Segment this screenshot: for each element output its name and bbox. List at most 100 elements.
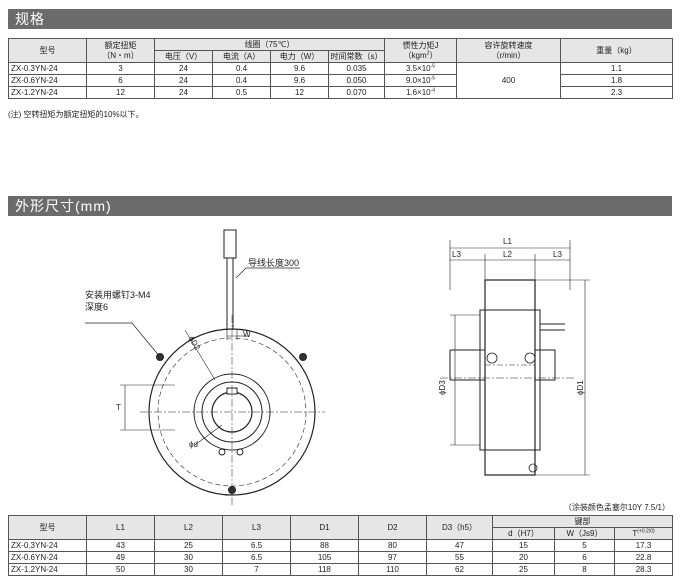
dim-cell-w: 5 [554,539,615,552]
dimension-section-header: 外形尺寸(mm) [8,196,672,216]
dim-cell-d3: 62 [426,563,493,576]
spec-header-weight: 重量（kg） [560,38,674,63]
dim-cell-t: 22.8 [613,551,674,564]
dim-cell-model: ZX-0.6YN-24 [8,551,87,564]
spec-cell-voltage: 24 [154,86,213,99]
dim-cell-d2: 110 [358,563,427,576]
mount-screw-label: 安装用螺钉3-M4 [85,289,151,300]
dim-cell-model: ZX-1.2YN-24 [8,563,87,576]
table-row: ZX-0.6YN-24 6 24 0.4 9.6 0.050 9.0×10-5 … [8,74,674,87]
spec-header-current: 电流（A） [212,50,271,63]
spec-cell-torque: 6 [86,74,155,87]
dim-cell-d1: 118 [290,563,359,576]
spec-cell-weight: 1.1 [560,62,674,75]
spec-cell-time-const: 0.035 [327,62,386,75]
spec-cell-power: 9.6 [270,74,329,87]
d-label: ϕd [189,440,198,449]
spec-section-title: 规格 [15,11,45,27]
dim-header-l3: L3 [222,515,291,540]
l3-label-left: L3 [452,250,461,259]
spec-section-header: 规格 [8,9,672,29]
table-row: ZX-0.3YN-24 43 25 6.5 88 80 47 15 5 17.3 [8,539,674,552]
dim-cell-d2: 80 [358,539,427,552]
dim-cell-l3: 6.5 [222,551,291,564]
dim-cell-d1: 88 [290,539,359,552]
table-row: ZX-1.2YN-24 12 24 0.5 12 0.070 1.6×10-4 … [8,86,674,99]
w-label: W [243,330,251,339]
dim-header-w: W（Js9） [554,527,615,540]
dim-cell-t: 17.3 [613,539,674,552]
paint-note: （涂装颜色孟塞尔10Y 7.5/1） [563,503,670,512]
spec-cell-inertia: 9.0×10-5 [384,74,458,87]
table-row: ZX-0.6YN-24 49 30 6.5 105 97 55 20 6 22.… [8,551,674,564]
dim-cell-l2: 30 [154,551,223,564]
l2-label: L2 [503,250,512,259]
spec-cell-voltage: 24 [154,62,213,75]
dim-cell-l2: 25 [154,539,223,552]
spec-header-torque: 额定扭矩（N・m） [86,38,155,63]
spec-cell-current: 0.4 [212,74,271,87]
dim-cell-l1: 50 [86,563,155,576]
dim-cell-w: 6 [554,551,615,564]
spec-header-speed: 容许旋转速度（r/min） [456,38,562,63]
d3-label: ϕD3 [438,380,447,395]
dimension-table: 型号 L1 L2 L3 D1 D2 D3（h5） 键部 d（H7） W（Js9）… [8,515,674,576]
spec-cell-time-const: 0.070 [327,86,386,99]
dim-header-d3: D3（h5） [426,515,493,540]
dimension-section-title: 外形尺寸(mm) [15,198,112,214]
spec-cell-voltage: 24 [154,74,213,87]
dim-cell-l3: 6.5 [222,539,291,552]
dim-cell-d: 20 [492,551,555,564]
spec-table: 型号 额定扭矩（N・m） 线圈（75℃） 惯性力矩J（kgm2） 容许旋转速度（… [8,38,674,99]
spec-header-time-const: 时间常数（s） [327,50,386,63]
spec-cell-power: 9.6 [270,62,329,75]
spec-cell-current: 0.5 [212,86,271,99]
t-label: T [116,403,121,412]
spec-header-model: 型号 [8,38,87,63]
table-row: ZX-1.2YN-24 50 30 7 118 110 62 25 8 28.3 [8,563,674,576]
d2-label: ϕD2 [187,334,202,352]
dim-header-t: T(+0.2/0) [613,527,674,540]
table-row: ZX-0.3YN-24 3 24 0.4 9.6 0.035 3.5×10-5 … [8,62,674,99]
dim-cell-l1: 49 [86,551,155,564]
dim-cell-d1: 105 [290,551,359,564]
front-view [85,229,325,505]
depth-label: 深度6 [85,301,108,312]
spec-cell-weight: 2.3 [560,86,674,99]
dim-cell-l3: 7 [222,563,291,576]
spec-note: (注) 空转扭矩为额定扭矩的10%以下。 [8,110,144,119]
dim-cell-t: 28.3 [613,563,674,576]
spec-cell-power: 12 [270,86,329,99]
spec-cell-torque: 12 [86,86,155,99]
dim-cell-model: ZX-0.3YN-24 [8,539,87,552]
spec-header-inertia: 惯性力矩J（kgm2） [384,38,458,63]
side-view [440,240,590,476]
dim-cell-d: 25 [492,563,555,576]
spec-cell-weight: 1.8 [560,74,674,87]
dim-cell-l2: 30 [154,563,223,576]
dim-cell-d3: 47 [426,539,493,552]
dimension-drawing: 导线长度300 安装用螺钉3-M4 深度6 ϕD2 W T ϕd L1 L2 L… [85,229,590,505]
spec-header-coil: 线圈（75℃） [153,38,386,51]
spec-cell-model: ZX-0.6YN-24 [8,74,87,87]
spec-cell-model: ZX-0.3YN-24 [8,62,87,75]
spec-cell-inertia: 1.6×10-4 [384,86,458,99]
dim-cell-l1: 43 [86,539,155,552]
spec-cell-model: ZX-1.2YN-24 [8,86,87,99]
spec-cell-inertia: 3.5×10-5 [384,62,458,75]
spec-cell-speed: 400 [456,62,562,99]
spec-cell-current: 0.4 [212,62,271,75]
dim-header-d1: D1 [290,515,359,540]
dim-header-keyway: 键部 [491,515,674,528]
spec-header-power: 电力（W） [270,50,329,63]
l1-label: L1 [503,237,512,246]
dim-cell-d: 15 [492,539,555,552]
dim-header-l2: L2 [154,515,223,540]
d1-label: ϕD1 [576,380,585,395]
dim-header-l1: L1 [86,515,155,540]
lead-length-label: 导线长度300 [248,257,299,268]
dim-header-d2: D2 [358,515,427,540]
dim-header-d: d（H7） [492,527,555,540]
dim-header-model: 型号 [8,515,87,540]
dim-cell-w: 8 [554,563,615,576]
